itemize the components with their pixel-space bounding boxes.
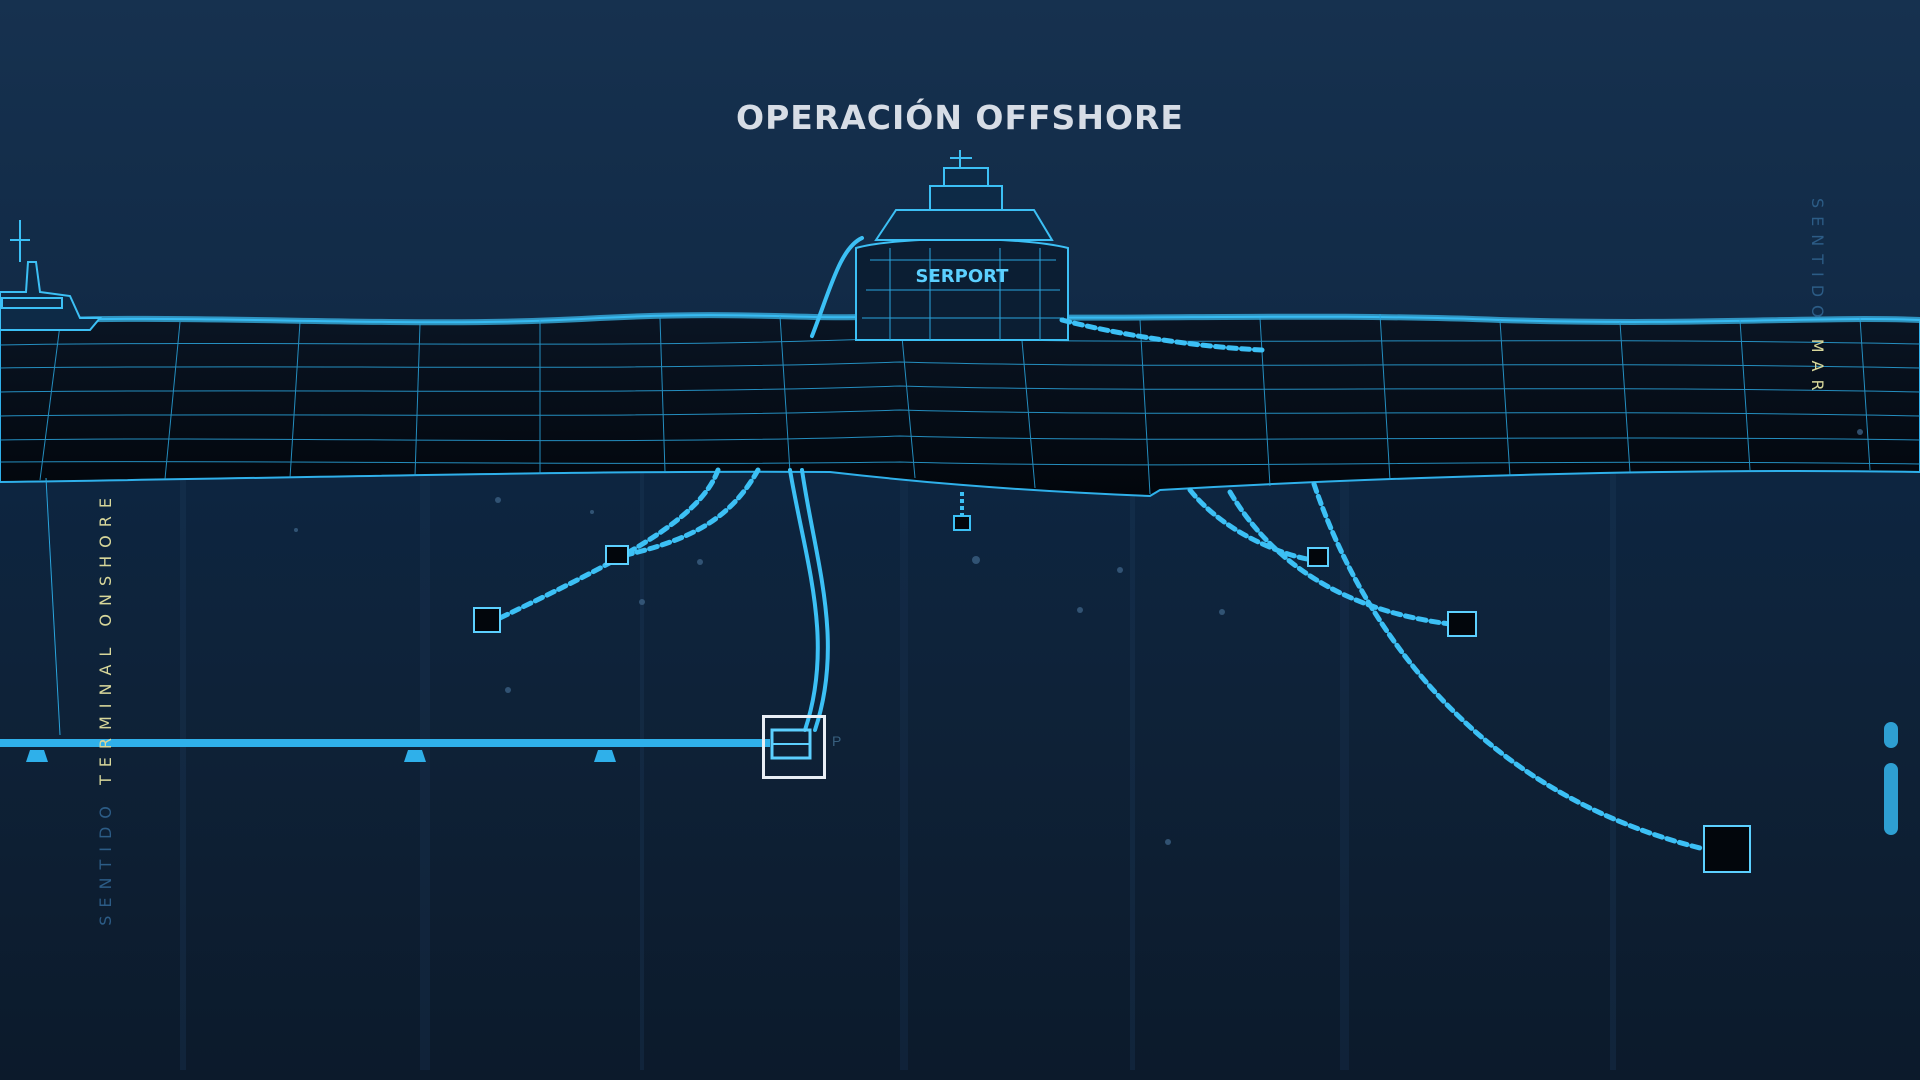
section-nav-active[interactable] <box>1884 763 1898 835</box>
pipeline-icon <box>0 477 770 762</box>
plem-hotspot[interactable] <box>762 715 826 779</box>
anchor-block-icon <box>473 545 1751 873</box>
direction-label-sea-prefix: SENTIDO <box>1808 198 1827 339</box>
tugboat-icon <box>0 220 103 331</box>
fso-vessel: SERPORT <box>855 150 1069 341</box>
offloading-hoses <box>788 236 864 732</box>
plem-device <box>770 728 812 760</box>
sea-surface-wireframe <box>0 311 1920 498</box>
direction-label-onshore: SENTIDO TERMINAL ONSHORE <box>96 490 115 926</box>
chain-icon <box>497 317 1703 851</box>
direction-label-onshore-prefix: SENTIDO <box>96 785 115 926</box>
page-title: OPERACIÓN OFFSHORE <box>736 98 1184 137</box>
plem-label: P <box>832 733 842 749</box>
direction-label-sea: SENTIDO MAR <box>1808 198 1827 399</box>
underwater-light-rays <box>180 470 1616 1070</box>
direction-label-sea-highlight: MAR <box>1808 338 1827 399</box>
vessel-name: SERPORT <box>916 266 1010 287</box>
direction-label-onshore-highlight: TERMINAL ONSHORE <box>96 490 115 786</box>
section-nav-dot[interactable] <box>1884 722 1898 748</box>
buoy-icon <box>953 492 971 531</box>
particles <box>294 429 1863 845</box>
